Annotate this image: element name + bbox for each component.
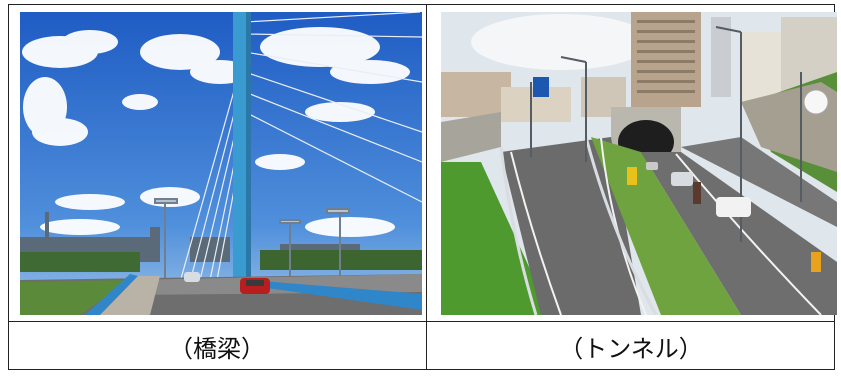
trees-left xyxy=(20,252,140,272)
table-divider-horizontal xyxy=(8,321,835,322)
sidewalk xyxy=(100,276,160,315)
globe-lamp xyxy=(803,89,829,115)
railing-left xyxy=(85,274,138,315)
bridge-illustration xyxy=(20,12,422,315)
guard-rails xyxy=(499,136,658,315)
road-sign-yellow xyxy=(627,167,637,185)
tunnel-photo xyxy=(441,12,837,315)
retaining-wall xyxy=(441,112,501,162)
road-main xyxy=(641,152,837,315)
street-lamps xyxy=(154,198,350,287)
table-divider-vertical xyxy=(426,4,427,370)
car-white xyxy=(184,272,200,282)
tunnel-illustration xyxy=(441,12,837,315)
caption-bridge: （橋梁） xyxy=(169,334,265,363)
railing-right xyxy=(250,280,422,310)
car-silver xyxy=(671,172,693,186)
signal-box xyxy=(693,182,701,204)
road-lower xyxy=(501,137,641,315)
road-sign-blue xyxy=(533,77,549,97)
car-white xyxy=(716,197,751,217)
grass-embankment xyxy=(441,162,551,315)
caption-tunnel: （トンネル） xyxy=(559,334,703,363)
road-upper xyxy=(681,137,837,227)
riverbank-grass xyxy=(20,280,130,315)
bridge-photo xyxy=(20,12,422,315)
